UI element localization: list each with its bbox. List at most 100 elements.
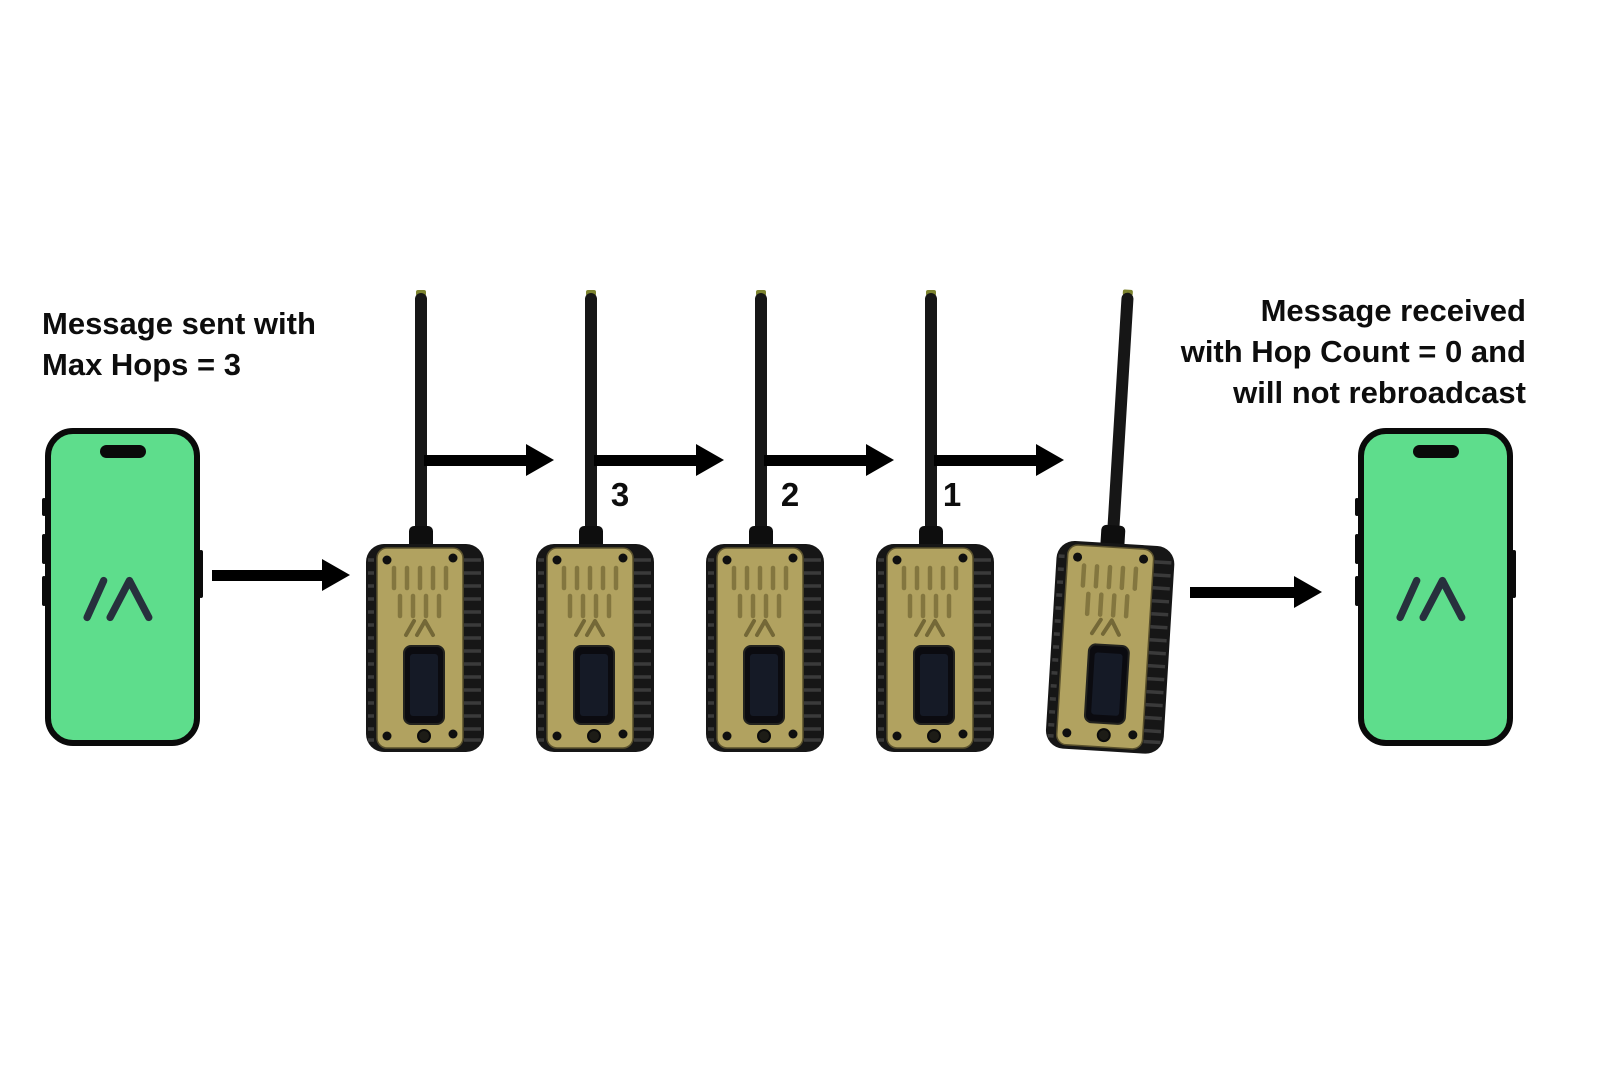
radio-antenna (755, 293, 767, 538)
screw-icon (552, 555, 562, 565)
mesh-radio-device (366, 290, 484, 752)
bumper-ribs-left (708, 558, 714, 742)
radio-antenna (925, 293, 937, 538)
bumper-ribs-left (878, 558, 884, 742)
screw-icon (1073, 552, 1083, 562)
radio-screen-panel (1091, 652, 1123, 716)
bumper-ribs-left (368, 558, 374, 742)
receiver-note-line1: Message received (1260, 293, 1526, 328)
screw-icon (1139, 554, 1149, 564)
sender-note-line2: Max Hops = 3 (42, 347, 241, 382)
arrow-head-icon (866, 444, 894, 476)
sender-note-line1: Message sent with (42, 306, 316, 341)
brand-logo-icon (1395, 577, 1465, 622)
screw-icon (1128, 730, 1138, 740)
sender-note: Message sent with Max Hops = 3 (42, 303, 316, 385)
phone-camera-island (1412, 445, 1459, 458)
screw-icon (788, 729, 798, 739)
bumper-ribs-right (634, 558, 651, 742)
radio-screen-panel (410, 654, 438, 716)
radio-button (1096, 728, 1111, 743)
mesh-radio-device (876, 290, 994, 752)
radio-brand-logo-icon (1089, 617, 1121, 637)
bumper-ribs-left (538, 558, 544, 742)
radio-screen-panel (580, 654, 608, 716)
receiver-phone (1355, 428, 1516, 746)
arrow-radio5-to-phone (1190, 576, 1322, 608)
radio-antenna (1107, 292, 1134, 538)
screw-icon (382, 731, 392, 741)
radio-brand-logo-icon (404, 619, 435, 637)
radio-device (700, 288, 830, 755)
mesh-radio-device (1045, 289, 1175, 754)
radio-antenna (585, 293, 597, 538)
radio-button (757, 729, 771, 743)
arrow-head-icon (696, 444, 724, 476)
phone-volume-up-button (42, 534, 46, 564)
bumper-ribs-left (1047, 554, 1065, 738)
screw-icon (892, 731, 902, 741)
screw-icon (618, 553, 628, 563)
bumper-ribs-right (464, 558, 481, 742)
screw-icon (448, 553, 458, 563)
radio-antenna (415, 293, 427, 538)
faceplate-grooves (731, 565, 789, 619)
phone-mute-switch (42, 498, 46, 516)
radio-device (360, 288, 490, 755)
radio-brand-logo-icon (914, 619, 945, 637)
hop-arrow-2 (594, 444, 724, 476)
mesh-radio-device (536, 290, 654, 752)
phone-power-button (199, 550, 203, 598)
arrow-head-icon (526, 444, 554, 476)
radio-button (587, 729, 601, 743)
radio-device (530, 288, 660, 755)
faceplate-grooves (561, 565, 619, 619)
screw-icon (382, 555, 392, 565)
screw-icon (958, 729, 968, 739)
radio-brand-logo-icon (574, 619, 605, 637)
bumper-ribs-right (804, 558, 821, 742)
arrow-head-icon (322, 559, 350, 591)
hop-arrow-1 (424, 444, 554, 476)
faceplate-grooves (901, 565, 959, 619)
bumper-ribs-right (974, 558, 991, 742)
screw-icon (958, 553, 968, 563)
radio-chain (0, 288, 1612, 755)
hop-count-label: 3 (610, 476, 630, 513)
radio-screen-panel (920, 654, 948, 716)
receiver-note: Message received with Hop Count = 0 and … (1181, 290, 1526, 413)
radio-button (417, 729, 431, 743)
screw-icon (618, 729, 628, 739)
receiver-note-line3: will not rebroadcast (1233, 375, 1526, 410)
radio-button (927, 729, 941, 743)
hop-arrow-3 (764, 444, 894, 476)
phone-volume-down-button (1355, 576, 1359, 606)
radio-brand-logo-icon (744, 619, 775, 637)
faceplate-grooves (391, 565, 449, 619)
screw-icon (722, 731, 732, 741)
faceplate-grooves (1080, 563, 1139, 619)
screw-icon (892, 555, 902, 565)
screw-icon (448, 729, 458, 739)
receiver-note-line2: with Hop Count = 0 and (1180, 334, 1526, 369)
hop-arrow-4 (934, 444, 1064, 476)
phone-power-button (1512, 550, 1516, 598)
radio-device (870, 288, 1000, 755)
brand-logo-icon (82, 577, 152, 622)
phone-mute-switch (1355, 498, 1359, 516)
arrow-head-icon (1036, 444, 1064, 476)
sender-phone (42, 428, 203, 746)
phone-volume-up-button (1355, 534, 1359, 564)
phone-volume-down-button (42, 576, 46, 606)
screw-icon (1062, 728, 1072, 738)
radio-screen-panel (750, 654, 778, 716)
screw-icon (552, 731, 562, 741)
hop-count-label: 2 (780, 476, 800, 513)
hop-count-label: 1 (942, 476, 962, 513)
screw-icon (788, 553, 798, 563)
mesh-radio-device (706, 290, 824, 752)
phone-camera-island (99, 445, 146, 458)
bumper-ribs-right (1143, 560, 1172, 745)
arrow-phone-to-radio1 (212, 559, 350, 591)
